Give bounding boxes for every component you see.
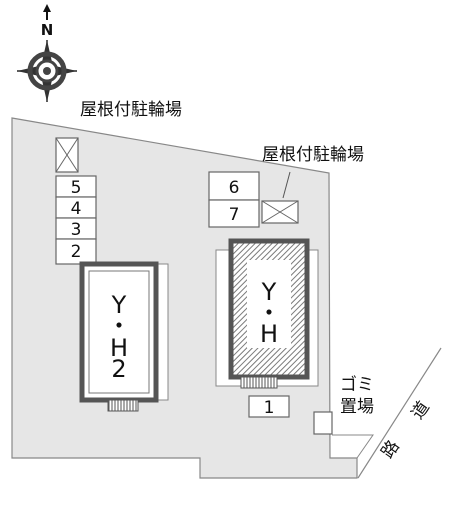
garbage-area [313, 411, 333, 435]
building-yh-letter-y: Y [261, 278, 277, 306]
road-label-char1: 道 [408, 398, 434, 423]
parking-stalls-left: 5 4 3 2 [55, 175, 97, 265]
building-yh-letter-h: H [260, 320, 278, 348]
building-yh2-letter-y: Y [111, 291, 127, 319]
compass-north-label: N [41, 21, 54, 39]
building-yh2-letter-h: H [110, 334, 128, 362]
parking-stall-2: 2 [71, 242, 82, 262]
building-yh2: Y ・ H 2 [79, 261, 169, 412]
bike-parking-right-label: 屋根付駐輪場 [262, 145, 364, 165]
garbage-label-line1: ゴミ [340, 374, 374, 395]
building-yh-dot: ・ [257, 299, 281, 327]
parking-stalls-right: 6 7 [208, 171, 260, 228]
parking-stall-1-box [248, 395, 290, 418]
parking-stall-4: 4 [71, 199, 82, 219]
parking-stall-7: 7 [229, 205, 240, 225]
garbage-walkway [332, 434, 374, 459]
building-yh-stairs [240, 376, 278, 389]
road-edge [357, 347, 442, 479]
building-yh2-stairs [107, 399, 139, 412]
parking-stall-6: 6 [229, 178, 240, 198]
parking-stall-5: 5 [71, 178, 82, 198]
parking-stall-1: 1 [264, 398, 275, 418]
building-yh2-dot: ・ [107, 312, 131, 340]
bike-parking-left-label: 屋根付駐輪場 [80, 100, 182, 120]
building-yh2-number: 2 [111, 355, 126, 383]
parking-stall-3: 3 [71, 220, 82, 240]
garbage-label-line2: 置場 [340, 397, 374, 417]
building-yh: Y ・ H [215, 238, 319, 389]
north-compass-icon: N [17, 4, 77, 102]
